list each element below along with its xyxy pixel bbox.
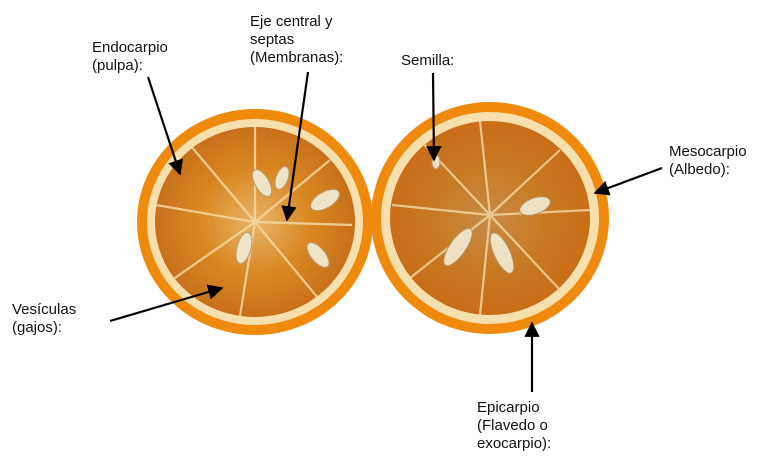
label-epicarpio: Epicarpio (Flavedo o exocarpio):	[477, 399, 551, 453]
label-semilla: Semilla:	[401, 52, 454, 70]
label-eje-central: Eje central y septas (Membranas):	[250, 13, 343, 67]
label-endocarpio: Endocarpio (pulpa):	[92, 39, 168, 75]
left-orange-slice	[137, 109, 373, 335]
right-orange-slice	[371, 102, 609, 334]
label-vesiculas: Vesículas (gajos):	[12, 301, 76, 337]
arrow-mesocarpio	[595, 168, 662, 193]
label-mesocarpio: Mesocarpio (Albedo):	[669, 143, 747, 179]
arrow-semilla	[433, 73, 434, 160]
